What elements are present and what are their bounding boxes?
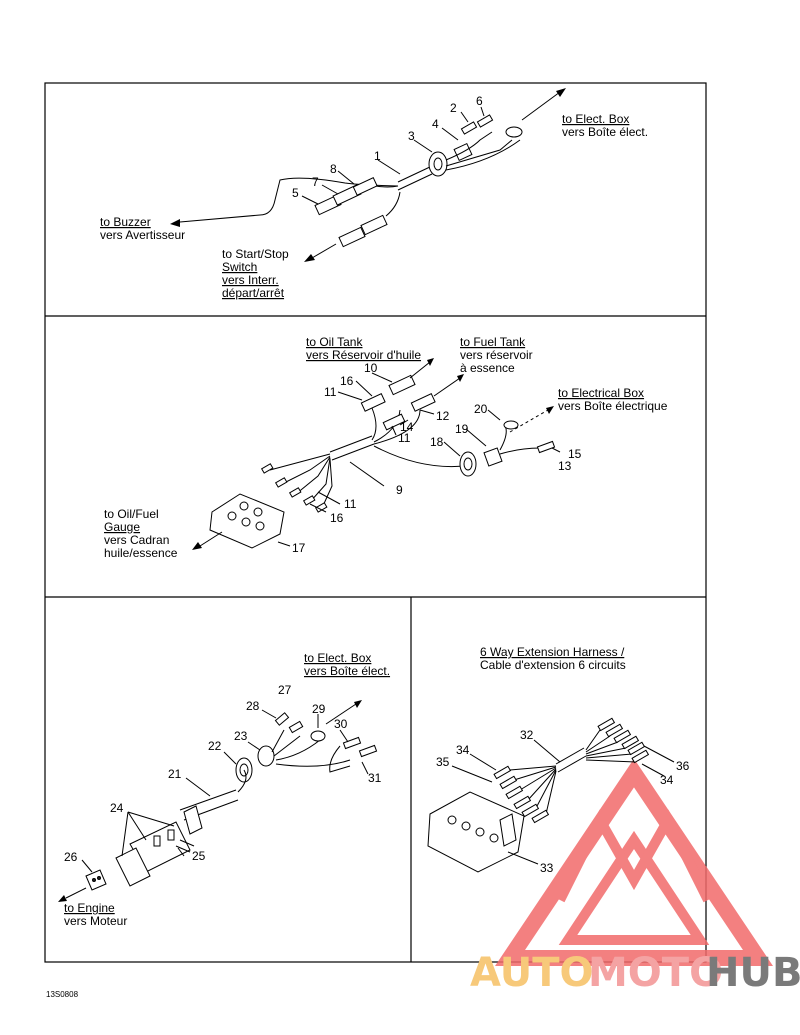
part-13: 13 — [558, 459, 572, 473]
part-18: 18 — [430, 435, 444, 449]
part-29: 29 — [312, 702, 326, 716]
panel-frames — [44, 82, 707, 963]
label-huile-essence: huile/essence — [104, 546, 178, 560]
label-depart-arret: départ/arrêt — [222, 286, 285, 300]
part-28: 28 — [246, 699, 260, 713]
label-to-electrical-box: to Electrical Box — [558, 386, 644, 400]
label-vers-reservoir-huile: vers Réservoir d'huile — [306, 348, 421, 362]
part-26: 26 — [64, 850, 78, 864]
part-17: 17 — [292, 541, 306, 555]
part-32: 32 — [520, 728, 534, 742]
part-34-a: 34 — [456, 743, 470, 757]
top-panel-labels: to Elect. Box vers Boîte élect. to Buzze… — [100, 94, 648, 300]
bottom-right-harness-drawing — [427, 717, 675, 873]
part-3: 3 — [408, 129, 415, 143]
part-12: 12 — [436, 409, 450, 423]
part-23: 23 — [234, 729, 248, 743]
part-14: 14 — [400, 420, 414, 434]
part-24: 24 — [110, 801, 124, 815]
label-to-buzzer: to Buzzer — [100, 215, 151, 229]
part-10: 10 — [364, 361, 378, 375]
label-gauge: Gauge — [104, 520, 140, 534]
label-vers-boite-elect: vers Boîte élect. — [562, 125, 648, 139]
part-21: 21 — [168, 767, 182, 781]
label-to-elect-box: to Elect. Box — [562, 112, 629, 126]
part-31: 31 — [368, 771, 382, 785]
part-4: 4 — [432, 117, 439, 131]
part-1: 1 — [374, 149, 381, 163]
top-harness-drawing — [170, 88, 566, 262]
label-vers-boite-elect-2: vers Boîte élect. — [304, 664, 390, 678]
part-22: 22 — [208, 739, 222, 753]
label-extension-harness: 6 Way Extension Harness / — [480, 645, 625, 659]
part-9: 9 — [396, 483, 403, 497]
part-19: 19 — [455, 422, 469, 436]
part-6: 6 — [476, 94, 483, 108]
watermark-moto: MOTO — [588, 950, 723, 996]
part-8: 8 — [330, 162, 337, 176]
label-to-oil-fuel: to Oil/Fuel — [104, 507, 159, 521]
bottom-right-labels: 6 Way Extension Harness / Cable d'extens… — [436, 645, 690, 875]
part-11-b: 11 — [398, 431, 411, 445]
middle-harness-drawing — [192, 358, 561, 550]
bottom-left-labels: to Elect. Box vers Boîte élect. to Engin… — [64, 651, 390, 928]
label-switch: Switch — [222, 260, 257, 274]
bottom-left-harness-drawing — [58, 700, 378, 902]
label-vers-boite-electrique: vers Boîte électrique — [558, 399, 668, 413]
part-16-a: 16 — [340, 374, 354, 388]
part-20: 20 — [474, 402, 488, 416]
label-vers-moteur: vers Moteur — [64, 914, 127, 928]
label-vers-interr: vers Interr. — [222, 273, 279, 287]
figure-code: 13S0808 — [46, 990, 79, 999]
part-11-c: 11 — [344, 497, 357, 511]
part-16-b: 16 — [330, 511, 344, 525]
part-11-a: 11 — [324, 385, 337, 399]
label-to-start-stop: to Start/Stop — [222, 247, 289, 261]
watermark-logo — [495, 758, 773, 966]
watermark-hub: HUB — [706, 950, 800, 996]
part-7: 7 — [312, 175, 319, 189]
part-33: 33 — [540, 861, 554, 875]
part-15: 15 — [568, 447, 582, 461]
label-cable-extension: Cable d'extension 6 circuits — [480, 658, 626, 672]
label-vers-avertisseur: vers Avertisseur — [100, 228, 185, 242]
label-to-oil-tank: to Oil Tank — [306, 335, 363, 349]
watermark-text: AUTO MOTO HUB — [470, 950, 800, 996]
label-vers-reservoir: vers réservoir — [460, 348, 533, 362]
part-30: 30 — [334, 717, 348, 731]
part-27: 27 — [278, 683, 292, 697]
label-to-fuel-tank: to Fuel Tank — [460, 335, 526, 349]
part-34-b: 34 — [660, 773, 674, 787]
part-35: 35 — [436, 755, 450, 769]
label-to-elect-box-2: to Elect. Box — [304, 651, 371, 665]
label-vers-cadran: vers Cadran — [104, 533, 169, 547]
part-36: 36 — [676, 759, 690, 773]
part-25: 25 — [192, 849, 206, 863]
part-2: 2 — [450, 101, 457, 115]
middle-panel-labels: to Oil Tank vers Réservoir d'huile to Fu… — [104, 335, 668, 560]
label-to-engine: to Engine — [64, 901, 115, 915]
label-a-essence: à essence — [460, 361, 515, 375]
watermark-auto: AUTO — [470, 950, 594, 996]
part-5: 5 — [292, 186, 299, 200]
